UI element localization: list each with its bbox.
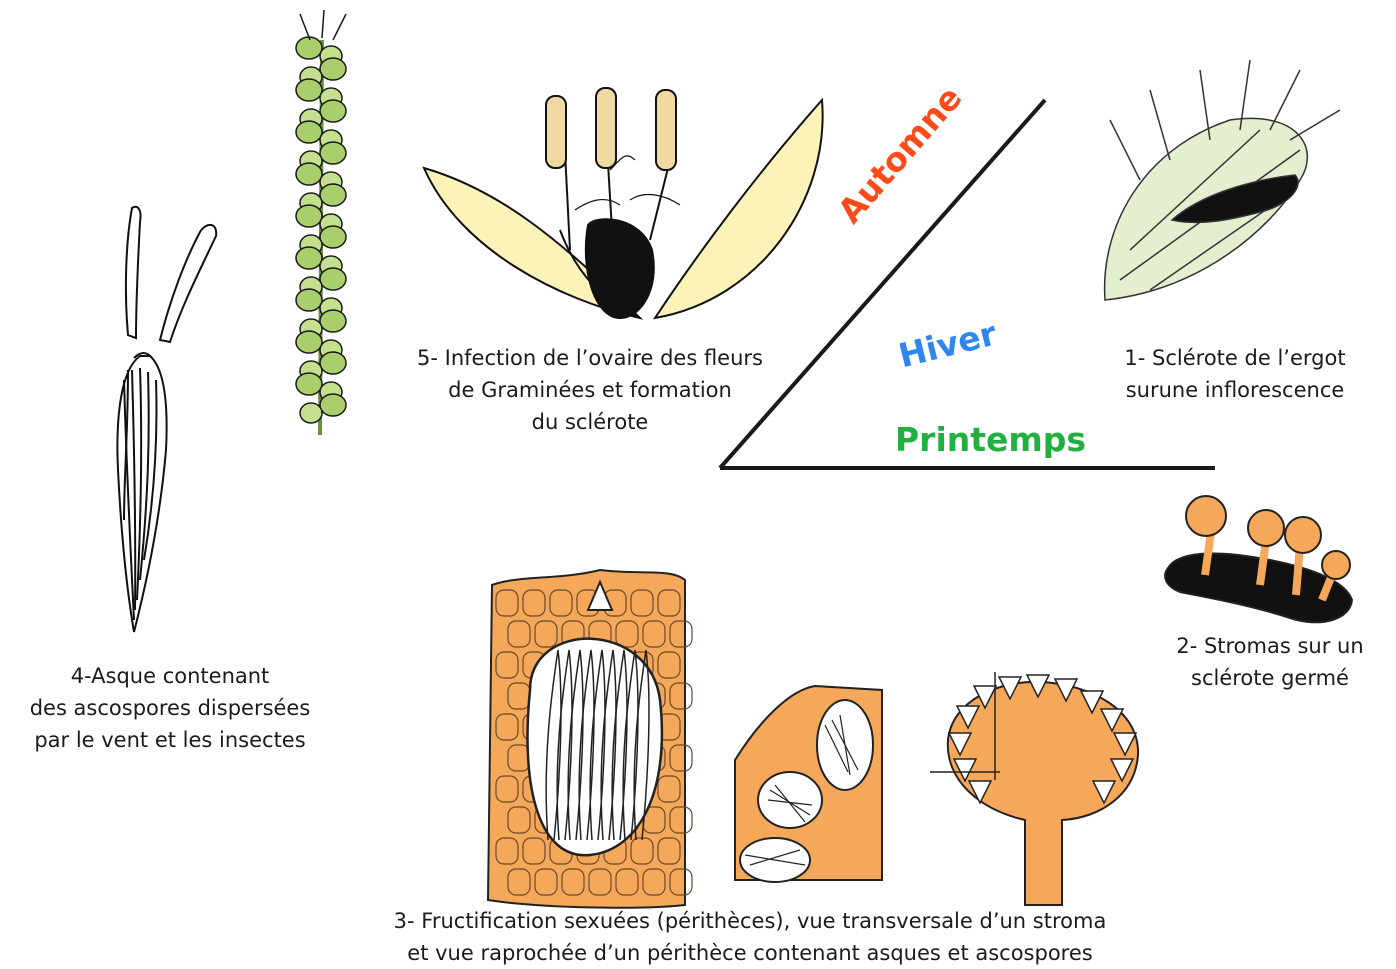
infected-flower-illustration bbox=[424, 88, 823, 318]
caption-line: par le vent et les insectes bbox=[0, 724, 340, 756]
caption-line: 4-Asque contenant bbox=[0, 660, 340, 692]
caption-stage-3: 3- Fructification sexuées (périthèces), … bbox=[270, 905, 1230, 969]
caption-line: 3- Fructification sexuées (périthèces), … bbox=[270, 905, 1230, 937]
wheat-spike-illustration bbox=[296, 10, 346, 435]
caption-stage-2: 2- Stromas sur un sclérote germé bbox=[1150, 630, 1390, 694]
stroma-head-illustration bbox=[930, 672, 1138, 905]
caption-line: sclérote germé bbox=[1150, 662, 1390, 694]
caption-line: 5- Infection de l’ovaire des fleurs bbox=[380, 342, 800, 374]
perithecium-closeup-illustration bbox=[488, 570, 692, 908]
sclerotium-spike-illustration bbox=[1105, 60, 1340, 300]
caption-line: de Graminées et formation bbox=[380, 374, 800, 406]
caption-stage-4: 4-Asque contenant des ascospores dispers… bbox=[0, 660, 340, 756]
caption-line: et vue raprochée d’un périthèce contenan… bbox=[270, 937, 1230, 969]
season-spring: Printemps bbox=[895, 420, 1086, 459]
stroma-section-illustration bbox=[735, 686, 882, 882]
caption-line: 1- Sclérote de l’ergot bbox=[1090, 342, 1380, 374]
caption-line: des ascospores dispersées bbox=[0, 692, 340, 724]
caption-stage-5: 5- Infection de l’ovaire des fleurs de G… bbox=[380, 342, 800, 438]
caption-stage-1: 1- Sclérote de l’ergot surune infloresce… bbox=[1090, 342, 1380, 406]
caption-line: 2- Stromas sur un bbox=[1150, 630, 1390, 662]
caption-line: surune inflorescence bbox=[1090, 374, 1380, 406]
ascus-illustration bbox=[117, 207, 216, 632]
stromas-illustration bbox=[1165, 496, 1352, 622]
caption-line: du sclérote bbox=[380, 406, 800, 438]
